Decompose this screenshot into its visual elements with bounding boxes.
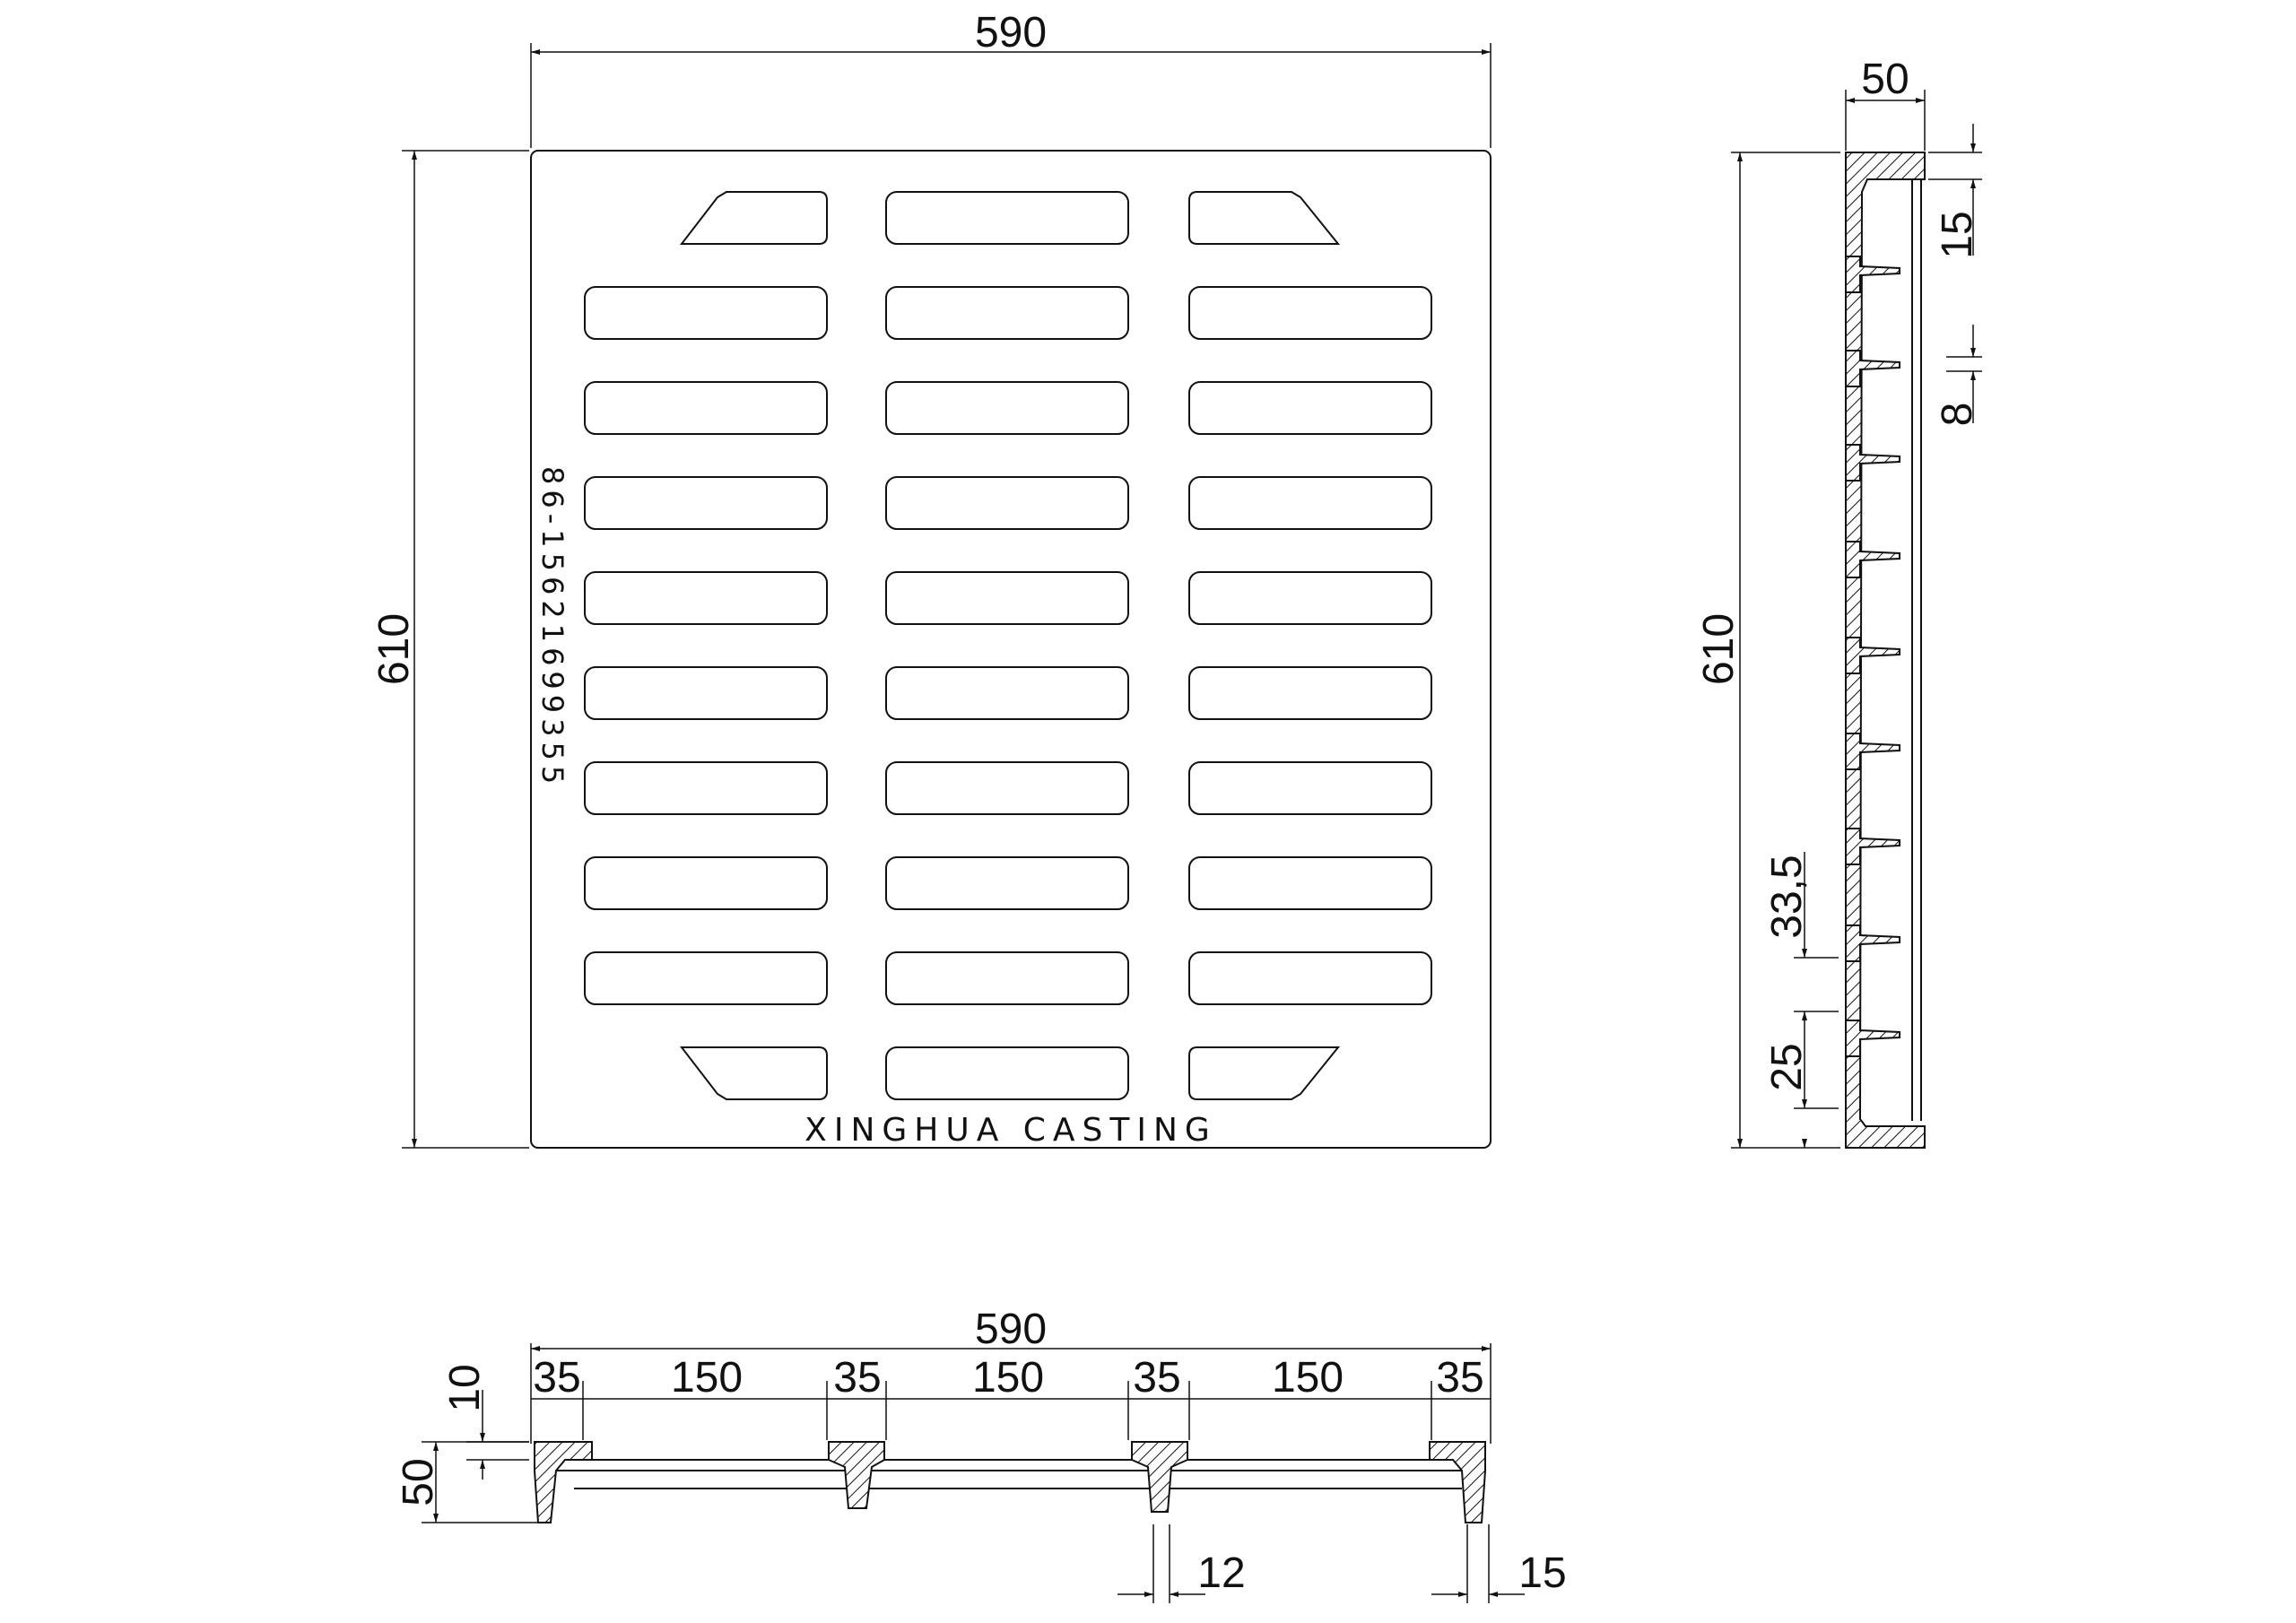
- drain-slot: [885, 476, 1129, 530]
- side-rib: [1845, 350, 1900, 387]
- dim-bottom-25: 25: [1763, 1043, 1811, 1090]
- drain-slot: [885, 856, 1129, 910]
- drain-slot: [584, 381, 828, 435]
- dim-rib-8: 8: [1934, 403, 1981, 427]
- dim-seg-150-c: 150: [1272, 1354, 1344, 1402]
- side-rib: [1845, 256, 1900, 293]
- drain-slot: [1188, 286, 1432, 340]
- dim-side-width: 50: [1861, 56, 1909, 103]
- drain-slot: [584, 856, 828, 910]
- bottom-ribs: [534, 1441, 1486, 1523]
- dim-depth-50: 50: [395, 1458, 442, 1506]
- dim-rib-pitch: 33,5: [1763, 855, 1811, 938]
- dim-flange-10: 10: [441, 1364, 489, 1411]
- drain-slot: [885, 191, 1129, 245]
- drain-slot: [1188, 1046, 1341, 1100]
- drain-slot: [584, 286, 828, 340]
- drain-slot: [885, 571, 1129, 625]
- drain-slot: [1188, 381, 1432, 435]
- grate-outline: [530, 150, 1492, 1149]
- drain-slot: [584, 571, 828, 625]
- drain-slot: [885, 761, 1129, 815]
- side-rib: [1845, 1020, 1900, 1057]
- side-section-view: 50 610 15 8 33,5 25: [1695, 56, 1982, 1149]
- drain-slot: [1188, 761, 1432, 815]
- dim-front-height: 610: [370, 613, 418, 685]
- dim-seg-35-c: 35: [1133, 1354, 1180, 1402]
- drain-slot: [679, 191, 828, 245]
- drain-slot: [885, 666, 1129, 720]
- drain-slots: [584, 191, 1432, 1100]
- plan-view: XINGHUA CASTING 86-15621699355 590 610: [370, 9, 1492, 1149]
- phone-label: 86-15621699355: [535, 466, 570, 789]
- dim-seg-150-a: 150: [671, 1354, 743, 1402]
- drain-slot: [885, 381, 1129, 435]
- dim-bottom-width: 590: [975, 1306, 1047, 1353]
- drain-slot: [885, 286, 1129, 340]
- drain-slot: [1188, 476, 1432, 530]
- drain-slot: [1188, 856, 1432, 910]
- drain-slot: [584, 476, 828, 530]
- dim-seg-35-b: 35: [833, 1354, 881, 1402]
- side-rib: [1845, 924, 1900, 962]
- drain-slot: [584, 666, 828, 720]
- dim-edge-15: 15: [1518, 1549, 1566, 1597]
- brand-label: XINGHUA CASTING: [804, 1112, 1217, 1149]
- drain-slot: [885, 951, 1129, 1005]
- dim-seg-150-b: 150: [972, 1354, 1044, 1402]
- dim-rib-12: 12: [1197, 1549, 1245, 1597]
- side-rib: [1845, 828, 1900, 865]
- drain-slot: [679, 1046, 828, 1100]
- dim-seg-35-a: 35: [533, 1354, 580, 1402]
- drain-slot: [1188, 666, 1432, 720]
- drain-slot: [1188, 191, 1341, 245]
- bottom-rib: [1131, 1441, 1188, 1513]
- drain-slot: [584, 761, 828, 815]
- side-rib: [1845, 637, 1900, 674]
- side-rib: [1845, 733, 1900, 770]
- bottom-rib: [828, 1441, 885, 1509]
- dim-seg-35-d: 35: [1436, 1354, 1483, 1402]
- drain-slot: [1188, 571, 1432, 625]
- side-rib: [1845, 444, 1900, 482]
- bottom-rib: [534, 1441, 593, 1523]
- dim-top-width: 590: [975, 9, 1047, 56]
- side-ribs: [1845, 256, 1900, 1057]
- drain-slot: [584, 951, 828, 1005]
- bottom-section-view: 590 35 150 35 150 35 150 35 10 50 12 15: [395, 1306, 1567, 1603]
- bottom-rib: [1429, 1441, 1486, 1523]
- drain-slot: [1188, 951, 1432, 1005]
- side-rib: [1845, 541, 1900, 578]
- dim-flange-15: 15: [1934, 211, 1981, 258]
- drain-slot: [885, 1046, 1129, 1100]
- dim-side-height: 610: [1695, 613, 1743, 685]
